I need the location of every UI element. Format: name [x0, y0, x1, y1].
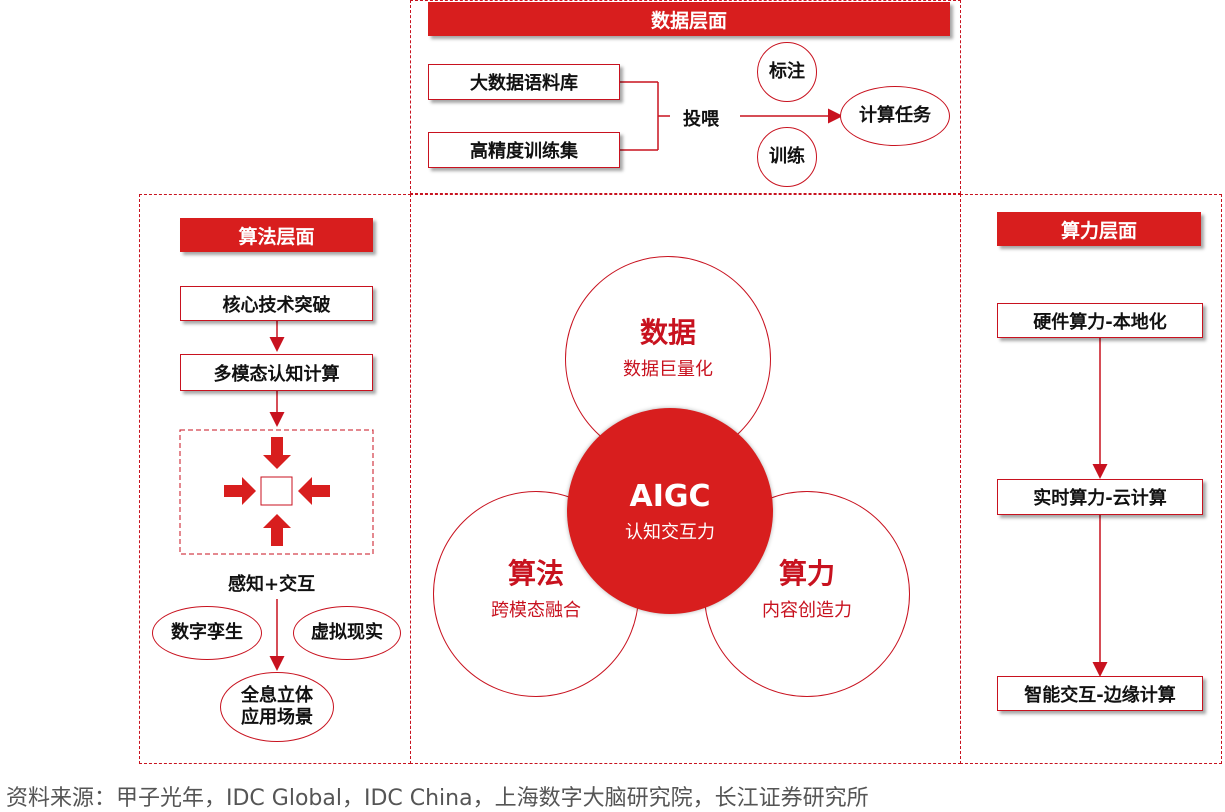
aigc-center-circle: AIGC 认知交互力 — [567, 408, 773, 614]
training-oval: 训练 — [757, 127, 817, 187]
feed-label: 投喂 — [683, 109, 719, 130]
data-layer-header: 数据层面 — [428, 2, 950, 36]
digital-twin-oval: 数字孪生 — [152, 606, 262, 660]
data-circle-subtitle: 数据巨量化 — [623, 359, 713, 380]
multimodal-cognition-box: 多模态认知计算 — [180, 354, 373, 391]
aigc-subtitle: 认知交互力 — [625, 521, 715, 543]
compute-layer-frame — [960, 194, 1222, 764]
compute-circle-title: 算力 — [778, 557, 835, 590]
big-data-corpus-box: 大数据语料库 — [428, 64, 620, 100]
compute-circle: 算力 内容创造力 — [704, 491, 910, 697]
core-tech-breakthrough-box: 核心技术突破 — [180, 286, 373, 321]
holographic-line1: 全息立体 — [241, 684, 313, 706]
hardware-compute-box: 硬件算力-本地化 — [997, 303, 1203, 338]
high-precision-training-set-box: 高精度训练集 — [428, 132, 620, 168]
perception-interaction-label: 感知+交互 — [228, 574, 316, 595]
holographic-line2: 应用场景 — [241, 707, 313, 728]
compute-layer-header: 算力层面 — [997, 212, 1201, 246]
data-layer-frame — [410, 0, 961, 194]
intelligent-interaction-box: 智能交互-边缘计算 — [997, 676, 1203, 711]
compute-circle-subtitle: 内容创造力 — [762, 600, 852, 621]
algorithm-circle-subtitle: 跨模态融合 — [491, 600, 581, 621]
compute-task-oval: 计算任务 — [840, 86, 950, 146]
source-note: 资料来源：甲子光年，IDC Global，IDC China，上海数字大脑研究院… — [6, 786, 869, 811]
algorithm-circle-title: 算法 — [507, 557, 564, 590]
holographic-scenario-oval: 全息立体 应用场景 — [220, 672, 334, 742]
annotation-oval: 标注 — [757, 42, 817, 102]
aigc-title: AIGC — [629, 478, 711, 514]
algo-layer-header: 算法层面 — [180, 218, 373, 252]
realtime-compute-box: 实时算力-云计算 — [997, 479, 1203, 515]
data-circle-title: 数据 — [639, 316, 696, 349]
virtual-reality-oval: 虚拟现实 — [293, 606, 401, 660]
